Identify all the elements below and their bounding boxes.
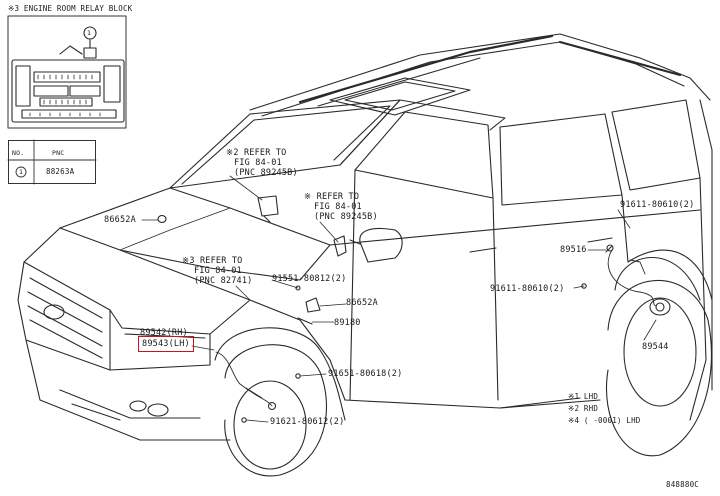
refer-note-1-line2: FIG 84-01	[314, 202, 362, 212]
highlight-box	[138, 336, 194, 352]
part-89543-lh[interactable]: 89543(LH)	[142, 339, 190, 349]
refer-note-1-line3: (PNC 89245B)	[314, 212, 378, 222]
part-89544[interactable]: 89544	[642, 342, 669, 352]
relay-block-inset	[7, 15, 127, 129]
part-86652a-right[interactable]: 86652A	[346, 298, 378, 308]
leader-lines	[141, 175, 657, 423]
inset-callout-number: 1	[87, 29, 92, 37]
figure-id: 848880C	[666, 480, 700, 489]
note-range-lhd: ※4 ( -0001) LHD	[568, 416, 641, 425]
note-rhd: ※2 RHD	[568, 404, 599, 413]
pnc-table-lines	[7, 139, 97, 185]
note-lhd: ※1 LHD	[568, 392, 599, 401]
pnc-table-row-pnc: 88263A	[46, 167, 75, 176]
refer-note-3-line1: ※3 REFER TO	[182, 256, 243, 266]
relay-block-title: ※3 ENGINE ROOM RELAY BLOCK	[8, 4, 133, 13]
part-91651[interactable]: 91651-80618(2)	[328, 369, 403, 379]
refer-note-2-line2: FIG 84-01	[234, 158, 282, 168]
pnc-table-header-pnc: PNC	[52, 149, 65, 157]
part-86652a-left[interactable]: 86652A	[104, 215, 136, 225]
part-89180[interactable]: 89180	[334, 318, 361, 328]
part-91611-mid[interactable]: 91611-80610(2)	[490, 284, 565, 294]
pnc-table-row-no: 1	[19, 168, 24, 176]
refer-note-3-line3: (PNC 82741)	[194, 276, 253, 286]
refer-note-3-line2: FIG 84-01	[194, 266, 242, 276]
refer-note-2-line1: ※2 REFER TO	[226, 148, 287, 158]
part-89542-rh[interactable]: 89542(RH)	[140, 328, 188, 338]
refer-note-1-line1: ※ REFER TO	[304, 192, 360, 202]
refer-note-2-line3: (PNC 89245B)	[234, 168, 298, 178]
part-91621[interactable]: 91621-80612(2)	[270, 417, 345, 427]
suv-body	[17, 33, 713, 477]
part-91611-top[interactable]: 91611-80610(2)	[620, 200, 695, 210]
pnc-table-header-no: NO.	[12, 149, 25, 157]
part-89516[interactable]: 89516	[560, 245, 587, 255]
part-91551[interactable]: 91551-80812(2)	[272, 274, 347, 284]
pnc-table	[8, 140, 96, 184]
